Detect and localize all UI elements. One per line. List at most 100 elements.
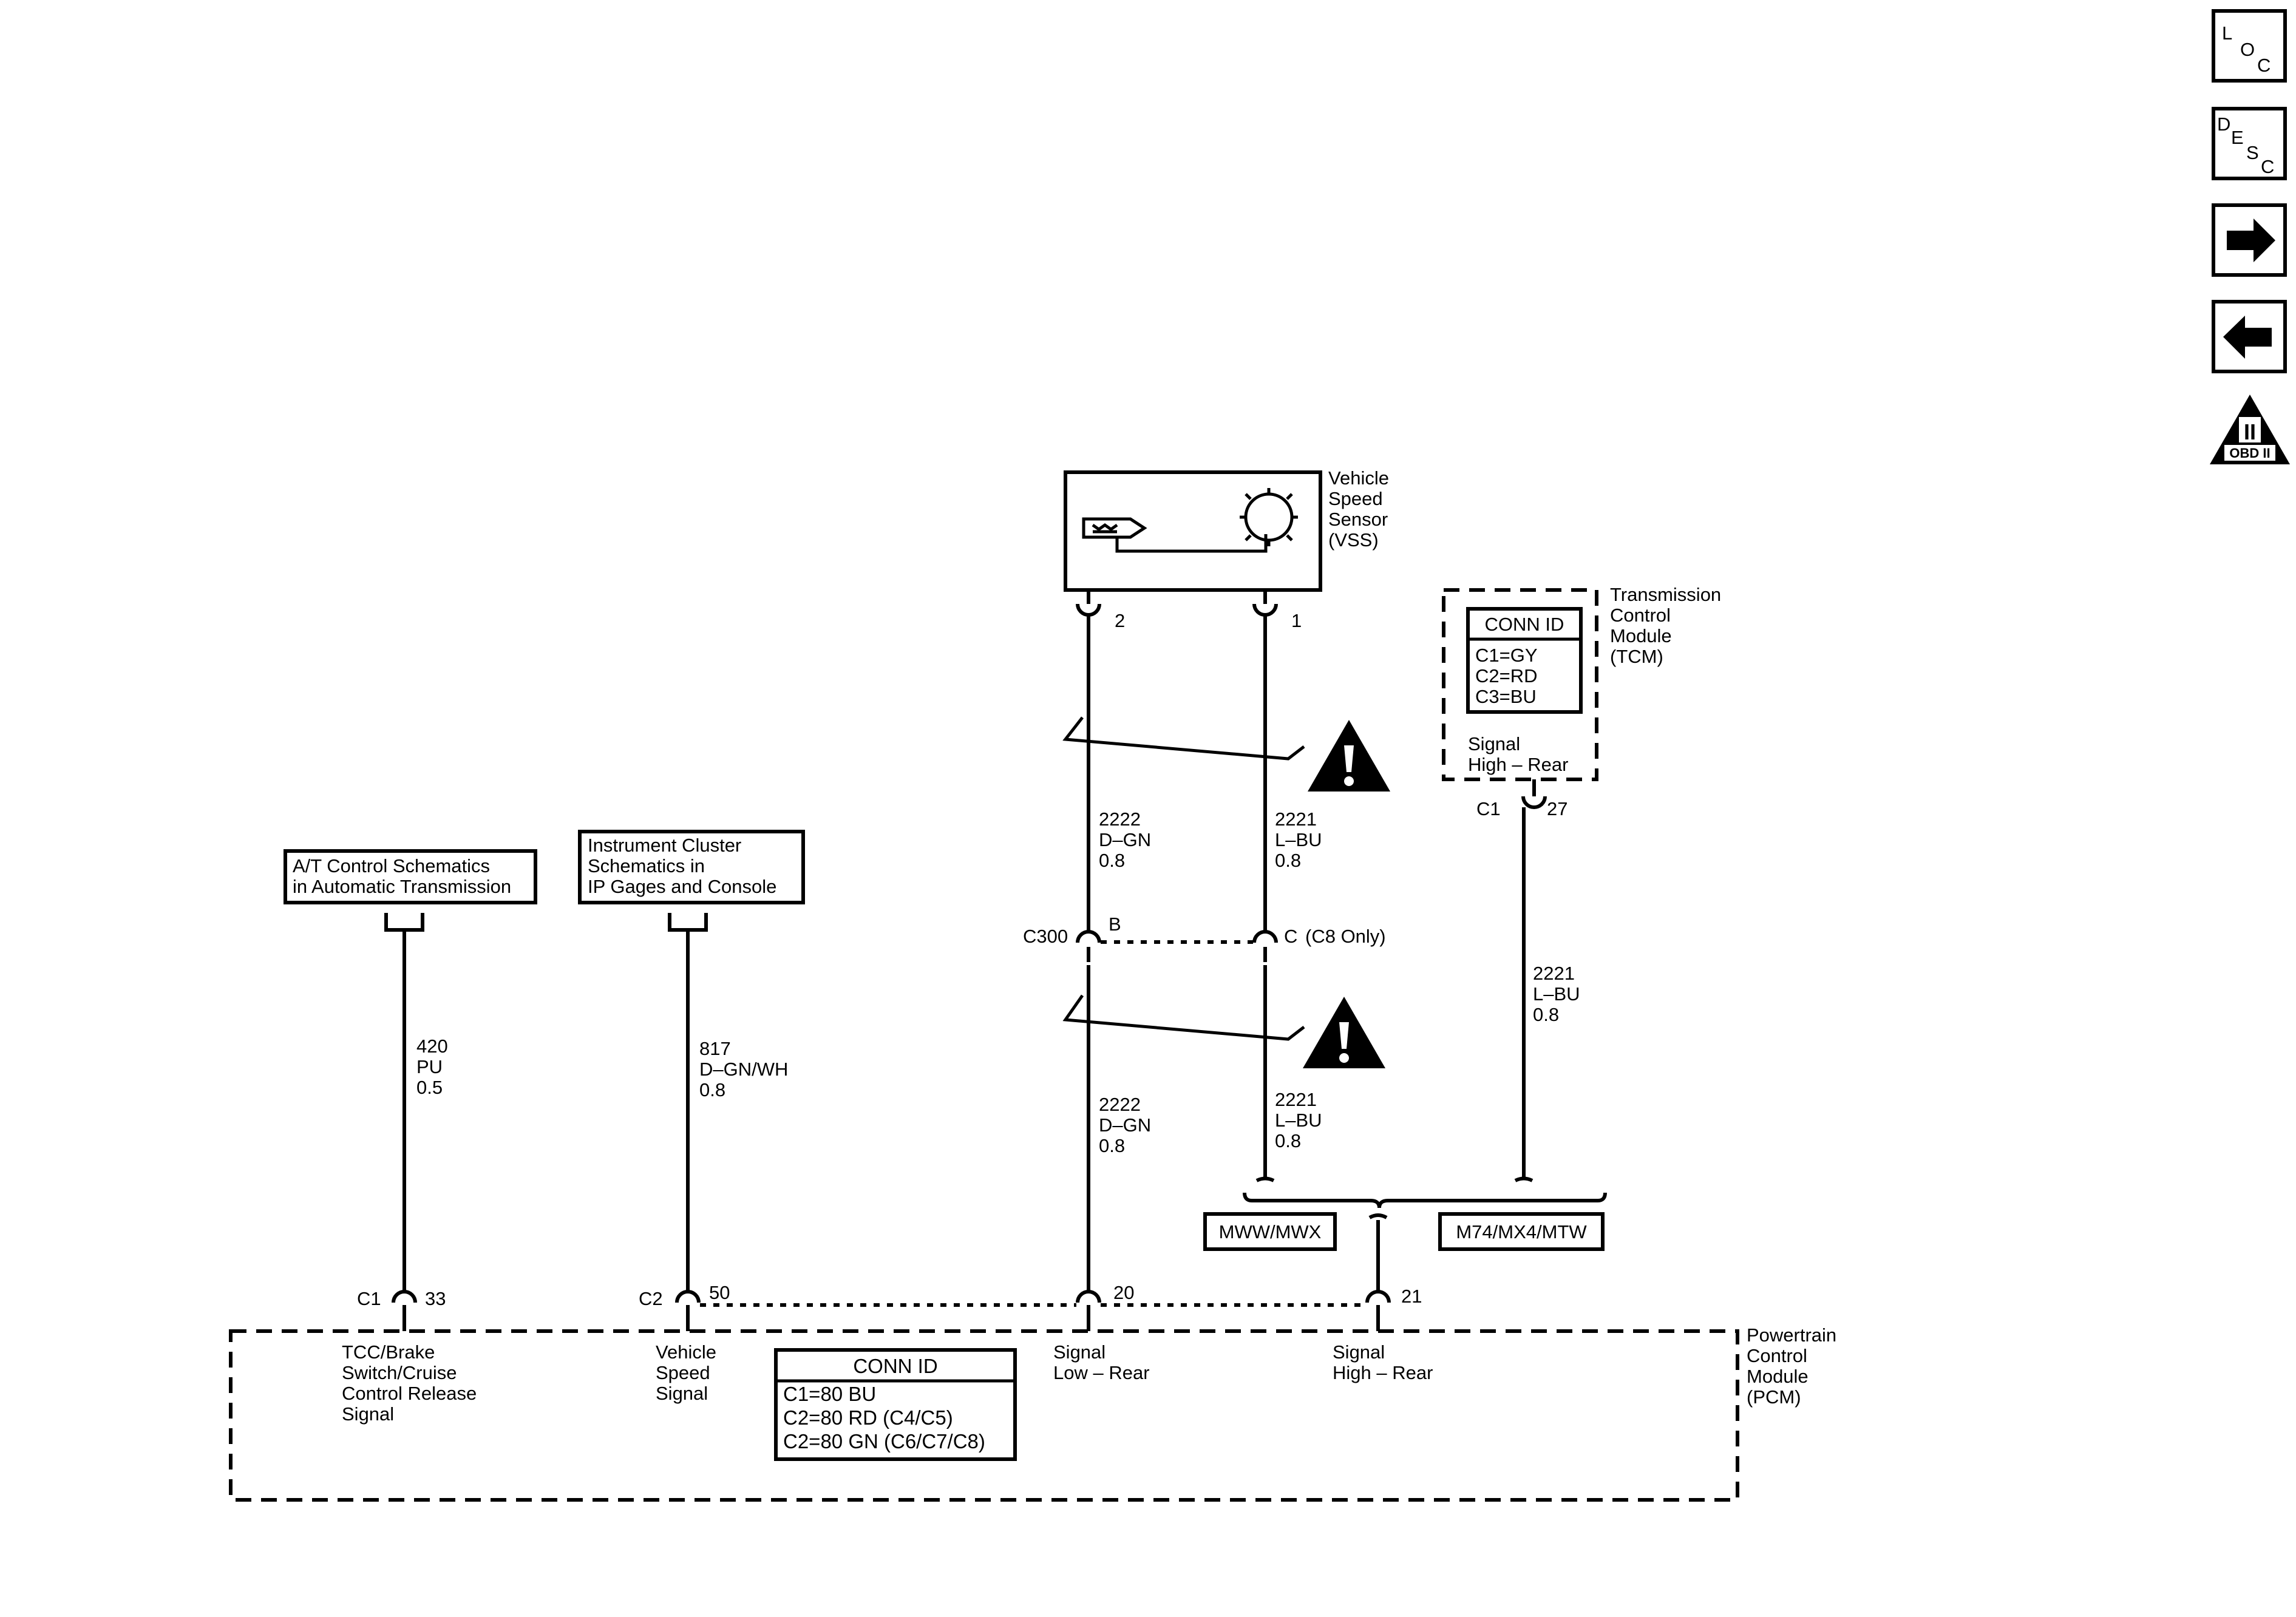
instrument-cluster-reference-box[interactable] (578, 830, 805, 904)
wire-420-circuit: 420 (416, 1036, 448, 1057)
c300-connector (1076, 930, 1278, 962)
wire-2221-tcm-circuit: 2221 (1533, 963, 1575, 984)
obd-ii-button[interactable]: II OBD II (2210, 395, 2290, 464)
tcm-pin-27-label: 27 (1547, 798, 1567, 819)
vss-label-line2: Speed (1328, 488, 1383, 509)
pcm-sig-tcc-line1: TCC/Brake (342, 1341, 435, 1363)
tcm-conn-id-title: CONN ID (1485, 614, 1564, 635)
loc-letter-c: C (2257, 55, 2271, 76)
pcm-terminal-33 (392, 1290, 417, 1303)
wire-2222-lower-circuit: 2222 (1099, 1094, 1141, 1115)
option-brace (1243, 1192, 1607, 1209)
at-reference-connector (384, 913, 424, 932)
pcm-conn-row-1: C1=80 BU (783, 1383, 876, 1405)
tcm-module-outline (1442, 588, 1598, 781)
pcm-sig-tcc-line3: Control Release (342, 1383, 477, 1404)
at-control-reference-box[interactable] (284, 849, 537, 904)
pcm-label-line4: (PCM) (1747, 1386, 1801, 1408)
pcm-label-line3: Module (1747, 1366, 1809, 1387)
tcm-label-line1: Transmission (1610, 584, 1721, 605)
loc-button[interactable]: L O C (2212, 9, 2287, 83)
loc-letter-l: L (2222, 22, 2232, 44)
tcm-conn-id-box (1466, 607, 1583, 714)
pcm-module-outline (229, 1329, 1739, 1502)
tcm-label-line2: Control (1610, 605, 1671, 626)
option-m74-mx4-mtw-label: M74/MX4/MTW (1456, 1221, 1587, 1242)
wire-2221-lower-size: 0.8 (1275, 1130, 1301, 1151)
wire-817-size: 0.8 (699, 1079, 725, 1100)
wire-2222-upper-size: 0.8 (1099, 850, 1125, 871)
wire-2221-tcm-size: 0.8 (1533, 1004, 1559, 1025)
wire-420-color: PU (416, 1056, 443, 1077)
wire-2222-lower-size: 0.8 (1099, 1135, 1125, 1156)
wire-420-size: 0.5 (416, 1077, 443, 1098)
pcm-sig-low-line1: Signal (1053, 1341, 1106, 1363)
vss-pin-2-label: 2 (1115, 610, 1125, 631)
vss-label-line3: Sensor (1328, 509, 1388, 530)
caution-icon-lower (1303, 997, 1385, 1068)
ic-reference-connector (668, 913, 708, 932)
option-box-mww-mwx (1203, 1212, 1337, 1251)
twisted-pair-marker-upper (1062, 716, 1305, 761)
vss-pin-1-label: 1 (1291, 610, 1302, 631)
c300-pin-c-label: C (1284, 926, 1297, 947)
desc-button[interactable]: D E S C (2212, 107, 2287, 180)
at-reference-line2: in Automatic Transmission (293, 876, 511, 897)
pcm-terminal-50 (675, 1290, 701, 1303)
pcm-pin-21-label: 21 (1401, 1286, 1422, 1307)
pcm-terminal-21 (1365, 1290, 1391, 1303)
tcm-signal-line2: High – Rear (1468, 754, 1568, 775)
pcm-c2-label: C2 (639, 1288, 663, 1309)
pcm-sig-low-line2: Low – Rear (1053, 1362, 1150, 1383)
desc-letter-e: E (2231, 127, 2244, 148)
tcm-conn-row-1: C1=GY (1475, 645, 1538, 666)
desc-letter-d: D (2217, 114, 2230, 135)
pcm-conn-id-title: CONN ID (853, 1355, 937, 1377)
wire-2222-lower-color: D–GN (1099, 1114, 1151, 1136)
next-arrow-button[interactable] (2212, 203, 2287, 277)
option-break-right (1514, 1176, 1533, 1182)
pcm-terminal-20 (1076, 1290, 1101, 1303)
at-reference-line1: A/T Control Schematics (293, 855, 490, 876)
c300-label: C300 (1023, 926, 1068, 947)
pcm-label-line1: Powertrain (1747, 1324, 1836, 1346)
wire-2222-upper-circuit: 2222 (1099, 808, 1141, 830)
vss-terminal-2 (1076, 603, 1101, 617)
pcm-sig-tcc-line4: Signal (342, 1403, 394, 1425)
pcm-pin-33-label: 33 (425, 1288, 446, 1309)
pcm-sig-high-line2: High – Rear (1333, 1362, 1433, 1383)
sensor-coil-icon (1244, 492, 1294, 542)
wire-817-circuit: 817 (699, 1038, 731, 1059)
left-arrow-icon (2223, 316, 2272, 359)
wire-2221-lower-circuit: 2221 (1275, 1089, 1317, 1110)
pcm-conn-id-box (774, 1348, 1017, 1461)
wire-2221-tcm-color: L–BU (1533, 983, 1580, 1005)
wire-2221-lower-color: L–BU (1275, 1110, 1322, 1131)
c300-pin-b-label: B (1109, 914, 1121, 935)
twisted-pair-marker-lower (1062, 994, 1305, 1041)
pcm-sig-vss-line3: Signal (656, 1383, 708, 1404)
vss-label-line1: Vehicle (1328, 467, 1389, 489)
option-box-m74-mx4-mtw (1438, 1212, 1605, 1251)
ic-reference-line2: Schematics in (588, 855, 705, 876)
option-break-center (1368, 1213, 1388, 1219)
caution-icon-upper (1308, 720, 1390, 792)
pcm-sig-high-line1: Signal (1333, 1341, 1385, 1363)
tcm-terminal-27 (1521, 796, 1547, 809)
pcm-sig-tcc-line2: Switch/Cruise (342, 1362, 457, 1383)
pcm-label-line2: Control (1747, 1345, 1807, 1366)
vss-terminal-1 (1252, 603, 1278, 617)
wire-2221-upper-color: L–BU (1275, 829, 1322, 850)
vss-label-line4: (VSS) (1328, 529, 1379, 551)
pcm-conn-row-2: C2=80 RD (C4/C5) (783, 1406, 953, 1429)
tcm-label-line3: Module (1610, 625, 1672, 646)
prev-arrow-button[interactable] (2212, 300, 2287, 373)
desc-letter-c: C (2261, 156, 2274, 177)
wire-2222-upper-color: D–GN (1099, 829, 1151, 850)
tcm-signal-line1: Signal (1468, 733, 1520, 754)
tcm-connector-label: C1 (1476, 798, 1501, 819)
wire-2221-upper-circuit: 2221 (1275, 808, 1317, 830)
vehicle-speed-sensor (1064, 470, 1322, 592)
obd-ii-label: OBD II (2229, 446, 2270, 461)
